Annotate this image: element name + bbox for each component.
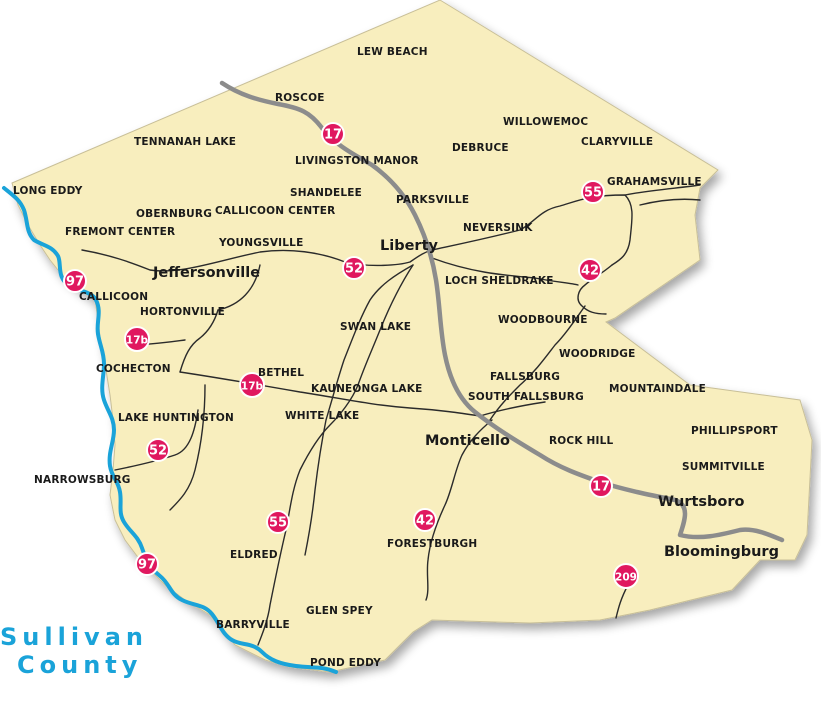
route-shield-s209: 209 [613, 563, 639, 589]
route-shield-circle [613, 563, 639, 589]
route-shield-number: 42 [581, 264, 599, 279]
town-label-white-lake: WHITE LAKE [285, 410, 359, 422]
town-label-glen-spey: GLEN SPEY [306, 605, 373, 617]
town-label-fremont-center: FREMONT CENTER [65, 226, 175, 238]
city-label-wurtsboro: Wurtsboro [658, 494, 745, 510]
route-shield-circle [124, 326, 150, 352]
town-label-summitville: SUMMITVILLE [682, 461, 765, 473]
town-label-livingston-manor: LIVINGSTON MANOR [295, 155, 419, 167]
town-label-callicoon-center: CALLICOON CENTER [215, 205, 335, 217]
route-shield-s17-north: 17 [321, 122, 345, 146]
town-label-swan-lake: SWAN LAKE [340, 321, 411, 333]
route-shield-s55-eldred: 55 [266, 510, 290, 534]
city-label-jeffersonville: Jeffersonville [152, 265, 260, 281]
county-title-line-2: County [17, 651, 143, 679]
town-label-long-eddy: LONG EDDY [13, 185, 83, 197]
route-shield-s97-callicoon: 97 [63, 269, 87, 293]
town-label-claryville: CLARYVILLE [581, 136, 653, 148]
route-shield-number: 17 [592, 480, 610, 495]
route-shield-s52-lake-huntington: 52 [146, 438, 170, 462]
town-label-barryville: BARRYVILLE [216, 619, 290, 631]
town-label-lew-beach: LEW BEACH [357, 46, 428, 58]
route-shield-number: 17b [126, 335, 149, 347]
town-label-tennanah-lake: TENNANAH LAKE [134, 136, 236, 148]
route-shield-s97-south: 97 [135, 552, 159, 576]
town-label-south-fallsburg: SOUTH FALLSBURG [468, 391, 584, 403]
town-label-willowemoc: WILLOWEMOC [503, 116, 588, 128]
route-shield-number: 209 [615, 572, 637, 584]
route-shield-number: 42 [416, 514, 434, 529]
route-shield-number: 55 [584, 186, 602, 201]
route-shield-number: 97 [138, 558, 156, 573]
route-shield-s17-south: 17 [589, 474, 613, 498]
route-shield-circle [266, 510, 290, 534]
route-shield-s55-grahamsville: 55 [581, 180, 605, 204]
route-shield-number: 55 [269, 516, 287, 531]
route-shield-number: 17 [324, 128, 342, 143]
town-label-parksville: PARKSVILLE [396, 194, 469, 206]
town-label-bethel: BETHEL [258, 367, 304, 379]
route-shield-s42-forestburgh: 42 [413, 508, 437, 532]
route-shield-circle [342, 256, 366, 280]
town-label-woodridge: WOODRIDGE [559, 348, 635, 360]
town-label-pond-eddy: POND EDDY [310, 657, 381, 669]
town-label-cochecton: COCHECTON [96, 363, 171, 375]
route-shield-number: 52 [345, 262, 363, 277]
town-label-woodbourne: WOODBOURNE [498, 314, 588, 326]
town-label-rock-hill: ROCK HILL [549, 435, 613, 447]
route-shield-circle [146, 438, 170, 462]
route-shield-s42-north: 42 [578, 258, 602, 282]
town-label-shandelee: SHANDELEE [290, 187, 362, 199]
route-shield-circle [321, 122, 345, 146]
county-title-line-1: Sullivan [0, 623, 148, 651]
route-shield-s17b-bethel: 17b [239, 372, 265, 398]
route-shield-circle [413, 508, 437, 532]
town-label-roscoe: ROSCOE [275, 92, 325, 104]
town-label-narrowsburg: NARROWSBURG [34, 474, 131, 486]
route-shield-s52-liberty: 52 [342, 256, 366, 280]
delaware-river [2, 186, 338, 674]
town-label-loch-sheldrake: LOCH SHELDRAKE [445, 275, 554, 287]
town-label-forestburgh: FORESTBURGH [387, 538, 477, 550]
town-label-mountaindale: MOUNTAINDALE [609, 383, 706, 395]
town-label-fallsburg: FALLSBURG [490, 371, 560, 383]
town-label-grahamsville: GRAHAMSVILLE [607, 176, 702, 188]
city-label-bloomingburg: Bloomingburg [664, 544, 779, 560]
town-label-phillipsport: PHILLIPSPORT [691, 425, 778, 437]
route-shield-circle [578, 258, 602, 282]
route-shield-circle [63, 269, 87, 293]
route-shield-circle [135, 552, 159, 576]
route-shield-number: 97 [66, 275, 84, 290]
town-label-lake-huntington: LAKE HUNTINGTON [118, 412, 234, 424]
local-roads [81, 184, 701, 646]
town-label-callicoon: CALLICOON [79, 291, 148, 303]
route-shield-number: 17b [241, 381, 264, 393]
town-label-eldred: ELDRED [230, 549, 278, 561]
town-label-kauneonga-lake: KAUNEONGA LAKE [311, 383, 422, 395]
route-shields: 17 55 97 52 42 17b 17b 52 17 55 42 97 209 [63, 122, 639, 589]
route-shield-s17b-hortonville: 17b [124, 326, 150, 352]
route-shield-number: 52 [149, 444, 167, 459]
city-label-liberty: Liberty [380, 238, 439, 254]
route-shield-circle [239, 372, 265, 398]
town-label-obernburg: OBERNBURG [136, 208, 212, 220]
route-shield-circle [589, 474, 613, 498]
city-label-monticello: Monticello [425, 433, 510, 449]
town-label-youngsville: YOUNGSVILLE [218, 237, 303, 249]
town-label-hortonville: HORTONVILLE [140, 306, 225, 318]
town-label-debruce: DEBRUCE [452, 142, 509, 154]
route-shield-circle [581, 180, 605, 204]
town-label-neversink: NEVERSINK [463, 222, 533, 234]
